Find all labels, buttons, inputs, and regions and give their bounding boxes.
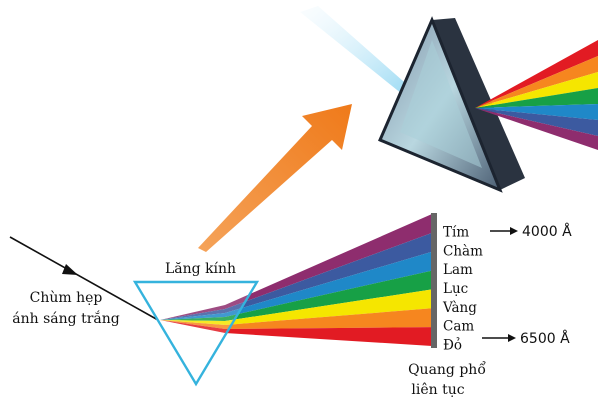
spectrum-color-name: Lục bbox=[443, 281, 468, 297]
spectrum-band-7 bbox=[160, 320, 432, 346]
incident-ray-arrowhead bbox=[62, 264, 78, 275]
prism-3d-inner bbox=[400, 40, 482, 168]
prism-label: Lăng kính bbox=[165, 261, 236, 277]
spectrum-label-line2: liên tục bbox=[411, 382, 464, 398]
wavelength-red: 6500 Å bbox=[482, 330, 570, 347]
pointer-arrow bbox=[198, 104, 352, 252]
incoming-light-beam bbox=[300, 6, 420, 102]
spectrum-color-name: Cam bbox=[443, 319, 474, 335]
spectrum-bands bbox=[160, 214, 432, 346]
wavelength-violet-label: 4000 Å bbox=[522, 223, 572, 240]
spectrum-label-line1: Quang phổ bbox=[408, 360, 486, 378]
spectrum-color-name: Tím bbox=[443, 224, 469, 240]
photo-spectrum-fan bbox=[475, 40, 598, 150]
wavelength-red-label: 6500 Å bbox=[520, 330, 570, 347]
spectrum-color-name: Vàng bbox=[442, 300, 477, 316]
incident-ray bbox=[9, 236, 159, 321]
prism-photo bbox=[300, 6, 598, 193]
wavelength-violet: 4000 Å bbox=[490, 223, 572, 240]
spectrum-band-4 bbox=[160, 270, 432, 321]
spectrum-color-name: Lam bbox=[443, 262, 473, 278]
spectrum-color-name: Chàm bbox=[443, 243, 483, 259]
incoming-beam-label-line2: ánh sáng trắng bbox=[12, 309, 119, 327]
prism-triangle bbox=[132, 280, 260, 387]
prism-3d-back bbox=[432, 18, 525, 190]
incoming-beam-label-line1: Chùm hẹp bbox=[30, 290, 103, 306]
screen-bar bbox=[431, 213, 437, 348]
spectrum-band-6 bbox=[160, 308, 432, 329]
spectrum-color-name: Đỏ bbox=[443, 338, 462, 354]
spectrum-band-5 bbox=[160, 289, 432, 325]
